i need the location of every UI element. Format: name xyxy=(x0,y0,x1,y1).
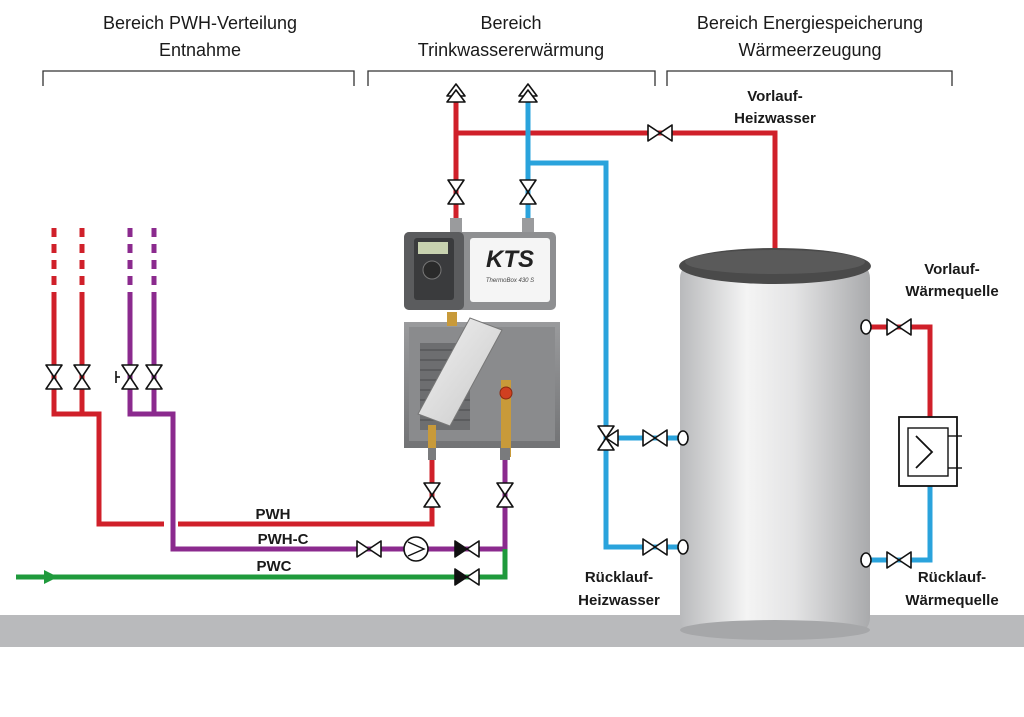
label-ruecklauf-waermequelle-1: Rücklauf- xyxy=(918,569,986,586)
valves xyxy=(45,124,912,586)
valve-pwhc-1 xyxy=(356,540,382,558)
valve-tank-mid xyxy=(642,429,668,447)
valve-vorlauf-waermequelle xyxy=(886,318,912,336)
tank-nozzles xyxy=(677,319,872,568)
floor xyxy=(0,615,1024,647)
valve-ruecklauf-waermequelle xyxy=(886,551,912,569)
label-vorlauf-waermequelle-1: Vorlauf- xyxy=(924,261,980,278)
vorlauf-heizwasser-pipe xyxy=(453,130,778,250)
valve-red-upper xyxy=(447,179,465,205)
pipe-label-pwc: PWC xyxy=(257,558,292,575)
section-storage-line1: Bereich Energiespeicherung xyxy=(697,13,923,33)
label-vorlauf-heizwasser-2: Heizwasser xyxy=(734,110,816,127)
valve-dist-4 xyxy=(145,364,163,390)
section-heating-line1: Bereich xyxy=(480,13,541,33)
section-header-distribution: Bereich PWH-Verteilung Entnahme xyxy=(42,13,355,86)
valve-dist-2 xyxy=(73,364,91,390)
label-vorlauf-heizwasser-1: Vorlauf- xyxy=(747,88,803,105)
section-distribution-line1: Bereich PWH-Verteilung xyxy=(103,13,297,33)
heat-source-exchanger xyxy=(898,416,962,487)
section-header-heating: Bereich Trinkwassererwärmung xyxy=(367,13,656,86)
device-brand: KTS xyxy=(486,246,534,273)
section-heating-line2: Trinkwassererwärmung xyxy=(418,40,604,60)
ruecklauf-waermequelle-pipe xyxy=(868,486,933,563)
valve-dist-3 xyxy=(115,364,139,390)
three-way-valve xyxy=(597,425,619,451)
storage-tank xyxy=(679,248,871,640)
check-valve-pwhc xyxy=(454,540,480,558)
section-distribution-line2: Entnahme xyxy=(159,40,241,60)
valve-pwh-lower xyxy=(423,482,441,508)
label-ruecklauf-heizwasser-2: Heizwasser xyxy=(578,592,660,609)
kts-thermobox: KTS ThermoBox 430 S xyxy=(404,218,560,460)
section-header-storage: Bereich Energiespeicherung Wärmeerzeugun… xyxy=(666,13,953,86)
valve-dist-1 xyxy=(45,364,63,390)
air-vents xyxy=(446,83,538,103)
vorlauf-waermequelle-pipe xyxy=(868,324,933,417)
label-vorlauf-waermequelle-2: Wärmequelle xyxy=(905,283,998,300)
distribution-pipes xyxy=(16,228,508,584)
valve-blue-upper xyxy=(519,179,537,205)
device-model: ThermoBox 430 S xyxy=(486,278,534,284)
valve-ruecklauf-heizwasser xyxy=(642,538,668,556)
section-storage-line2: Wärmeerzeugung xyxy=(738,40,881,60)
circulation-pump xyxy=(403,536,429,562)
valve-vorlauf-heizwasser xyxy=(647,124,673,142)
pipe-label-pwh: PWH xyxy=(256,506,291,523)
pipe-label-pwhc: PWH-C xyxy=(258,531,309,548)
check-valve-pwc xyxy=(454,568,480,586)
valve-pwc-lower xyxy=(496,482,514,508)
label-ruecklauf-waermequelle-2: Wärmequelle xyxy=(905,592,998,609)
label-ruecklauf-heizwasser-1: Rücklauf- xyxy=(585,569,653,586)
